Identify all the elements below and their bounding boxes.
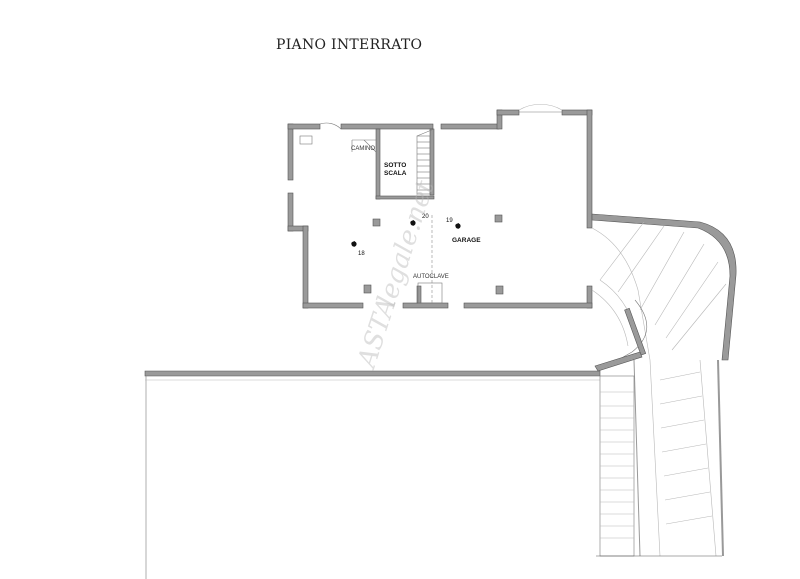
ramp-wall-left <box>633 359 641 557</box>
door-swings <box>319 104 563 130</box>
label-camino: CAMINO <box>351 146 375 152</box>
label-sotto: SOTTO <box>384 162 406 169</box>
ramp <box>591 213 737 557</box>
stairs-internal <box>416 128 435 195</box>
lot-outline <box>144 351 643 579</box>
plan-title: PIANO INTERRATO <box>276 37 422 53</box>
label-autoclave: AUTOCLAVE <box>413 274 449 280</box>
label-scala: SCALA <box>384 170 407 177</box>
marker-18: 18 <box>351 241 365 257</box>
stairs-external <box>596 375 722 557</box>
autoclave-box <box>417 282 443 304</box>
svg-text:18: 18 <box>358 251 365 257</box>
label-garage: GARAGE <box>452 237 481 244</box>
svg-text:19: 19 <box>446 218 453 224</box>
svg-text:20: 20 <box>422 214 429 220</box>
marker-20: 20 <box>410 214 429 226</box>
camino-fireplace <box>299 135 377 153</box>
marker-19: 19 <box>446 218 461 229</box>
ramp-wall-right <box>717 359 724 557</box>
